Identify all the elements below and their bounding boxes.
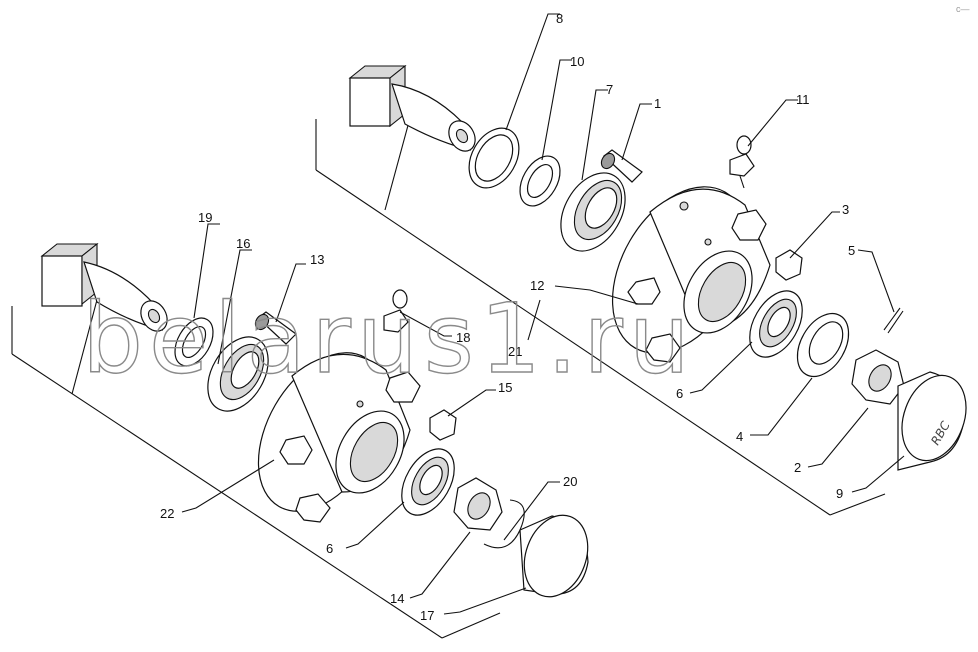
lower-grease-nipple-18 xyxy=(383,289,409,333)
leader-3 xyxy=(789,211,840,259)
lower-bearing-6 xyxy=(401,448,455,516)
upper-hub xyxy=(611,186,771,363)
upper-washer-10 xyxy=(519,155,561,207)
upper-washer-4 xyxy=(796,312,850,378)
lower-washer-19 xyxy=(174,317,214,367)
upper-castle-nut-2 xyxy=(851,349,905,405)
leader-4 xyxy=(750,377,813,436)
upper-bearing-7 xyxy=(560,172,626,252)
upper-assembly: RBC xyxy=(315,13,967,516)
lower-wheel-stud-13 xyxy=(254,311,297,345)
upper-spindle-leader xyxy=(384,117,411,211)
leader-20 xyxy=(503,481,560,541)
callout-9: 9 xyxy=(836,486,843,501)
upper-bracket-bottom xyxy=(315,169,831,516)
leader-2 xyxy=(807,407,869,468)
upper-grease-nipple-11 xyxy=(729,135,755,189)
leader-22 xyxy=(181,459,275,513)
callout-5: 5 xyxy=(848,243,855,258)
lower-nut-15 xyxy=(429,409,457,441)
lower-bearing-16 xyxy=(207,336,269,412)
lower-assembly xyxy=(11,223,589,639)
callout-18: 18 xyxy=(456,330,470,345)
upper-spindle xyxy=(348,64,476,152)
lower-hub xyxy=(257,352,421,523)
callout-16: 16 xyxy=(236,236,250,251)
leader-10 xyxy=(541,59,572,161)
upper-bracket-right xyxy=(829,493,886,516)
callout-7: 7 xyxy=(606,82,613,97)
leader-1 xyxy=(621,103,652,161)
corner-mark: c— xyxy=(956,4,970,14)
upper-wheel-stud-1 xyxy=(600,149,643,183)
callout-10: 10 xyxy=(570,54,584,69)
callout-4: 4 xyxy=(736,429,743,444)
callout-3: 3 xyxy=(842,202,849,217)
lower-spindle xyxy=(40,242,168,332)
leader-18 xyxy=(399,311,452,337)
leader-11 xyxy=(747,99,798,147)
leader-13 xyxy=(275,263,306,323)
callout-6-lower: 6 xyxy=(326,541,333,556)
callout-labels: 8 10 7 1 11 3 5 12 21 6 4 2 9 19 16 13 1… xyxy=(160,11,855,623)
callout-20: 20 xyxy=(563,474,577,489)
lower-bracket-right xyxy=(441,612,501,639)
upper-seal-ring-8 xyxy=(468,127,520,189)
leader-5 xyxy=(857,249,895,313)
callout-19: 19 xyxy=(198,210,212,225)
callout-6-upper: 6 xyxy=(676,386,683,401)
upper-hub-cap-9: RBC xyxy=(897,371,967,471)
upper-cotter-pin-5 xyxy=(883,307,904,334)
leader-19 xyxy=(193,223,220,319)
lower-castle-nut-14 xyxy=(453,477,503,531)
leader-6a xyxy=(689,341,753,394)
callout-13: 13 xyxy=(310,252,324,267)
leader-16 xyxy=(217,249,252,365)
leader-15 xyxy=(447,389,496,417)
leader-12 xyxy=(554,285,639,305)
callout-17: 17 xyxy=(420,608,434,623)
callout-2: 2 xyxy=(794,460,801,475)
callout-8: 8 xyxy=(556,11,563,26)
callout-14: 14 xyxy=(390,591,404,606)
leader-14 xyxy=(409,531,471,599)
leader-8 xyxy=(505,13,560,131)
leader-9 xyxy=(851,455,905,493)
callout-22: 22 xyxy=(160,506,174,521)
callout-15: 15 xyxy=(498,380,512,395)
leader-21 xyxy=(527,299,541,341)
upper-nut-3 xyxy=(775,249,803,281)
callout-21: 21 xyxy=(508,344,522,359)
callout-1: 1 xyxy=(654,96,661,111)
leader-6b xyxy=(345,501,405,549)
leader-7 xyxy=(581,89,608,181)
watermark-text: belarus1.ru xyxy=(82,283,696,395)
lower-bracket-bottom xyxy=(11,353,443,639)
leader-17 xyxy=(443,587,527,615)
callout-11: 11 xyxy=(796,92,810,107)
lower-spindle-leader xyxy=(71,295,99,395)
callout-12: 12 xyxy=(530,278,544,293)
upper-bearing-6 xyxy=(749,290,803,358)
lower-hub-cap-17 xyxy=(519,514,589,598)
